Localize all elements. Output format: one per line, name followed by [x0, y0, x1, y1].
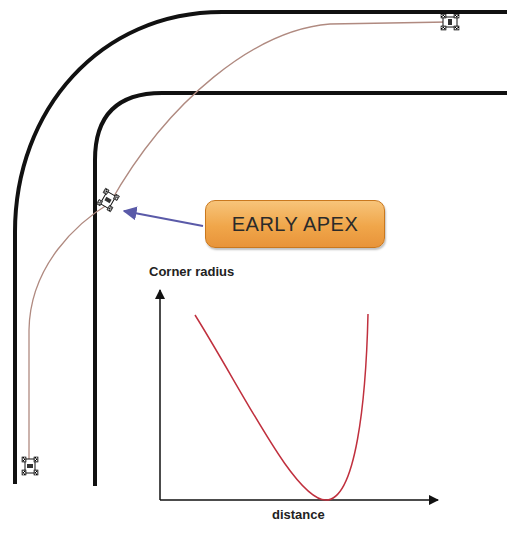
x-axis [160, 499, 438, 501]
callout-box: EARLY APEX [205, 200, 385, 248]
leader-arrow [124, 211, 203, 226]
y-axis [159, 290, 161, 500]
racing-line [29, 22, 448, 468]
race-car [441, 14, 459, 30]
outer-track-edge [15, 12, 507, 484]
radius-curve [195, 314, 368, 500]
race-car [22, 457, 38, 475]
race-car [97, 188, 120, 212]
axis-title-y: Corner radius [148, 264, 235, 279]
callout-text: EARLY APEX [232, 213, 359, 236]
axis-title-x: distance [271, 507, 326, 522]
inner-track-edge [95, 93, 507, 486]
